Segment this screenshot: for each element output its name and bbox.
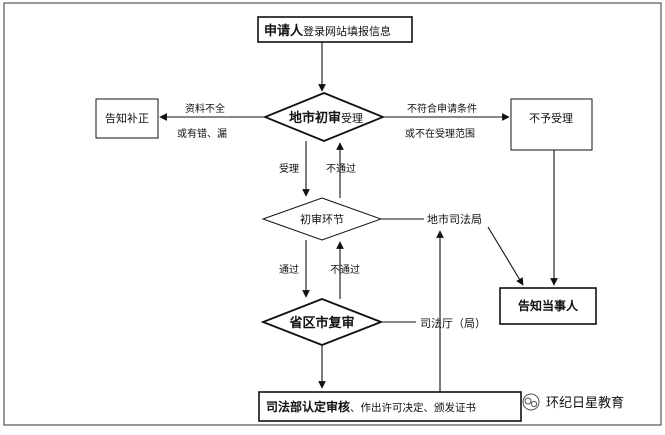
edge-label-pass: 通过 [279,263,299,276]
watermark: 环纪日星教育 [522,393,624,411]
outer-frame [3,2,662,426]
svg-text:司法部认定审核、作出许可决定、颁发证书: 司法部认定审核、作出许可决定、颁发证书 [266,399,476,414]
reject-node: 不予受理 [510,98,593,151]
edge-city-justice-to-notify [487,226,524,286]
reject-label: 不予受理 [529,112,573,125]
city-justice-label: 地市司法局 [427,212,482,226]
svg-text:地市初审受理: 地市初审受理 [289,110,363,126]
final-node: 司法部认定审核、作出许可决定、颁发证书 [258,391,522,422]
final-node-rest: 、作出许可决定、颁发证书 [350,401,476,414]
province-review-label: 省区市复审 [288,315,354,331]
province-review-diamond: 省区市复审 [260,298,384,346]
notify-supplement-node: 告知补正 [95,98,159,139]
first-review-rest: 受理 [341,112,363,125]
edge-label-not-meet-1: 不符合申请条件 [407,102,477,115]
edge-label-incomplete-2: 或有错、漏 [177,127,227,140]
notify-party-label: 告知当事人 [518,298,579,313]
edge-label-not-meet-2: 或不在受理范围 [405,127,475,140]
edges [159,42,558,392]
start-node-bold: 申请人 [264,23,304,39]
edge-label-accept: 受理 [279,163,299,175]
notify-party-node: 告知当事人 [499,287,597,325]
province-justice-label: 司法厅（局） [420,316,486,330]
watermark-text: 环纪日星教育 [546,395,624,411]
start-node-rest: 登录网站填报信息 [303,24,391,38]
final-node-bold: 司法部认定审核 [266,399,350,414]
notify-supplement-label: 告知补正 [105,111,149,125]
svg-text:申请人登录网站填报信息: 申请人登录网站填报信息 [264,23,391,39]
edge-label-incomplete-1: 资料不全 [185,102,225,115]
edge-label-fail-2: 不通过 [330,263,360,276]
start-node: 申请人登录网站填报信息 [257,16,413,43]
first-review-bold: 地市初审 [289,110,341,126]
edge-label-fail-1: 不通过 [326,162,356,175]
initial-stage-diamond: 初审环节 [261,197,383,241]
first-review-diamond: 地市初审受理 [262,92,386,142]
initial-stage-label: 初审环节 [300,212,344,226]
